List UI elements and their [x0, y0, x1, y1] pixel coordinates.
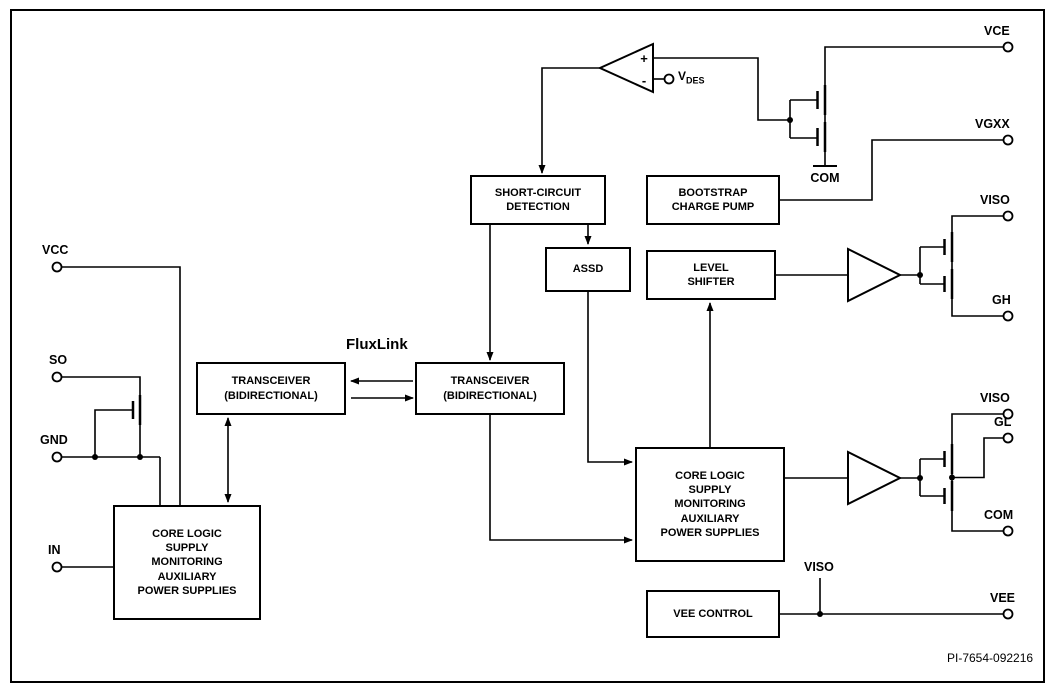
vgxx-terminal: [1002, 134, 1014, 146]
pin-label-com: COM: [984, 508, 1014, 522]
pin-label-gnd: GND: [40, 433, 68, 447]
block-level-shifter-label: LEVEL SHIFTER: [687, 261, 735, 288]
vee-terminal: [1002, 608, 1014, 620]
block-bootstrap-charge-pump-label: BOOTSTRAP CHARGE PUMP: [671, 186, 755, 213]
block-short-circuit-detection: SHORT-CIRCUIT DETECTION: [470, 175, 606, 225]
pin-label-vce: VCE: [984, 24, 1010, 38]
pin-label-in: IN: [48, 543, 61, 557]
wire-transceiver-to-core: [489, 415, 633, 544]
pin-label-gh: GH: [992, 293, 1011, 307]
pin-label-com-ground: COM: [810, 171, 840, 185]
comparator-plus-sign: +: [640, 51, 648, 66]
pin-label-vee: VEE: [990, 591, 1016, 605]
wire-comparator-output: [538, 67, 600, 174]
viso-high-terminal: [1002, 210, 1014, 222]
wire-com-output: [951, 511, 1004, 532]
vdes-terminal: [663, 73, 675, 85]
block-short-circuit-detection-label: SHORT-CIRCUIT DETECTION: [494, 186, 582, 213]
block-transceiver-left: TRANSCEIVER (BIDIRECTIONAL): [196, 362, 346, 415]
pin-label-vgxx: VGXX: [975, 117, 1010, 131]
status-output-mosfet: [131, 395, 142, 425]
low-output-mosfet-upper: [943, 444, 954, 474]
block-transceiver-right-label: TRANSCEIVER (BIDIRECTIONAL): [443, 375, 537, 402]
block-transceiver-right: TRANSCEIVER (BIDIRECTIONAL): [415, 362, 565, 415]
wire-gh-output: [951, 299, 1004, 317]
wire-hv-gates: [789, 99, 818, 139]
block-core-logic-right: CORE LOGIC SUPPLY MONITORING AUXILIARY P…: [635, 447, 785, 562]
block-transceiver-left-label: TRANSCEIVER (BIDIRECTIONAL): [224, 375, 318, 402]
block-core-logic-right-label: CORE LOGIC SUPPLY MONITORING AUXILIARY P…: [660, 469, 760, 539]
gh-terminal: [1002, 310, 1014, 322]
diagram-frame: [10, 9, 1045, 683]
fluxlink-label: FluxLink: [346, 336, 408, 353]
wire-gnd: [61, 456, 161, 505]
gate-driver-buffer-low: [847, 450, 903, 506]
wire-gl-output: [952, 437, 1004, 479]
block-assd-label: ASSD: [572, 263, 604, 276]
gate-driver-buffer-high: [847, 247, 903, 303]
block-vee-control: VEE CONTROL: [646, 590, 780, 638]
drawing-code: PI-7654-092216: [947, 651, 1034, 665]
wire-assd-to-core: [587, 292, 633, 466]
block-assd: ASSD: [545, 247, 631, 292]
hv-sense-mosfet-lower: [816, 122, 827, 152]
so-terminal: [51, 371, 63, 383]
junction-dots: [92, 117, 955, 617]
vdes-sub: DES: [686, 75, 705, 86]
block-bootstrap-charge-pump: BOOTSTRAP CHARGE PUMP: [646, 175, 780, 225]
high-output-mosfet-upper: [943, 232, 954, 262]
wire-so-fet-gate: [94, 409, 133, 457]
low-output-mosfet-lower: [943, 481, 954, 511]
wire-bootstrap-to-vgxx: [780, 139, 1004, 201]
high-output-mosfet-lower: [943, 269, 954, 299]
vce-terminal: [1002, 41, 1014, 53]
wire-vce-sense: [653, 57, 790, 121]
in-terminal: [51, 561, 63, 573]
wire-so: [61, 376, 141, 395]
wire-high-gate-tie: [900, 246, 945, 285]
wire-vce: [824, 46, 1004, 85]
block-core-logic-left-label: CORE LOGIC SUPPLY MONITORING AUXILIARY P…: [137, 527, 237, 597]
pin-label-viso-high: VISO: [980, 193, 1010, 207]
comparator-minus-sign: -: [642, 73, 646, 88]
block-core-logic-left: CORE LOGIC SUPPLY MONITORING AUXILIARY P…: [113, 505, 261, 620]
wire-vcc: [61, 266, 181, 505]
gl-terminal: [1002, 432, 1014, 444]
block-vee-control-label: VEE CONTROL: [673, 607, 753, 620]
vcc-terminal: [51, 261, 63, 273]
pin-label-viso-low: VISO: [980, 391, 1010, 405]
pin-label-viso-vee: VISO: [804, 560, 834, 574]
pin-label-vdes: VDES: [678, 69, 705, 85]
wire-viso-high-rail: [951, 215, 1004, 269]
com-terminal: [1002, 525, 1014, 537]
gnd-terminal: [51, 451, 63, 463]
pin-label-gl: GL: [994, 415, 1012, 429]
block-level-shifter: LEVEL SHIFTER: [646, 250, 776, 300]
viso-low-terminal: [1002, 408, 1014, 420]
pin-label-so: SO: [49, 353, 68, 367]
hv-sense-mosfet-upper: [816, 85, 827, 115]
vdes-base: V: [678, 69, 687, 83]
pin-label-vcc: VCC: [42, 243, 69, 257]
desat-comparator: + -: [597, 42, 654, 94]
